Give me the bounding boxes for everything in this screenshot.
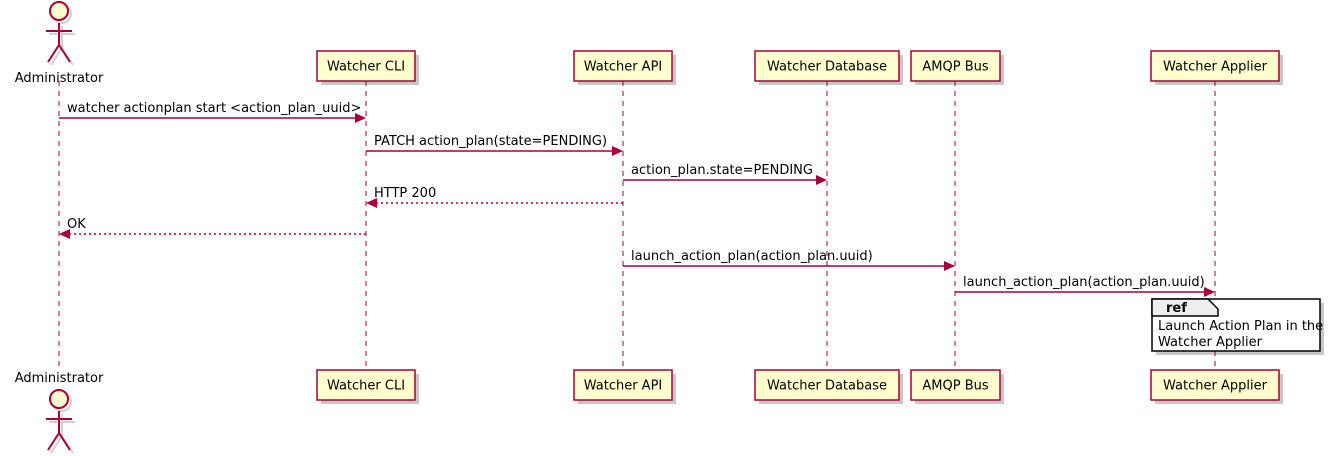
participant-label-watcher_db: Watcher Database (767, 60, 887, 75)
message-arrowhead (612, 146, 623, 156)
participant-box-rect (1150, 50, 1280, 82)
message-5: OK (59, 217, 366, 239)
actor-head (49, 389, 69, 409)
message-4: HTTP 200 (366, 186, 623, 208)
message-label: launch_action_plan(action_plan.uuid) (631, 249, 873, 264)
ref-text-line: Watcher Applier (1158, 335, 1263, 350)
ref-tab-label: ref (1166, 301, 1187, 316)
message-3: action_plan.state=PENDING (623, 163, 827, 185)
actor-shadow-body (49, 26, 75, 66)
message-label: HTTP 200 (374, 186, 436, 201)
participant-box-rect (573, 369, 673, 401)
message-7: launch_action_plan(action_plan.uuid) (955, 275, 1215, 297)
participant-box-rect (754, 369, 900, 401)
actor-head (49, 1, 69, 21)
participant-box-watcher_api-bottom[interactable]: Watcher API (573, 369, 676, 404)
participant-box-rect (910, 369, 1001, 401)
message-2: PATCH action_plan(state=PENDING) (366, 134, 623, 156)
actor-label-administrator: Administrator (15, 371, 104, 386)
participant-box-amqp_bus-bottom[interactable]: AMQP Bus (910, 369, 1004, 404)
participant-label-watcher_cli: Watcher CLI (327, 379, 405, 394)
participant-label-watcher_applier: Watcher Applier (1163, 60, 1268, 75)
participant-box-rect (910, 50, 1001, 82)
actor-administrator (46, 1, 75, 66)
message-1: watcher actionplan start <action_plan_uu… (59, 101, 366, 123)
message-arrowhead (944, 261, 955, 271)
participant-box-amqp_bus-top[interactable]: AMQP Bus (910, 50, 1004, 85)
message-label: OK (67, 217, 86, 232)
participant-box-watcher_cli-top[interactable]: Watcher CLI (316, 50, 419, 85)
message-arrowhead (1204, 287, 1215, 297)
message-arrowhead (816, 175, 827, 185)
participant-box-rect (316, 369, 416, 401)
actor-body (46, 411, 72, 451)
message-arrowhead (59, 229, 70, 239)
participant-box-rect (1150, 369, 1280, 401)
participant-box-rect (316, 50, 416, 82)
ref-tab (1151, 298, 1219, 317)
message-6: launch_action_plan(action_plan.uuid) (623, 249, 955, 271)
participant-box-watcher_cli-bottom[interactable]: Watcher CLI (316, 369, 419, 404)
participant-label-amqp_bus: AMQP Bus (922, 379, 988, 394)
participant-box-watcher_db-bottom[interactable]: Watcher Database (754, 369, 903, 404)
participant-label-watcher_cli: Watcher CLI (327, 60, 405, 75)
actor-body (46, 23, 72, 63)
participant-box-rect (573, 50, 673, 82)
ref-text-line: Launch Action Plan in the (1158, 319, 1323, 334)
participant-label-amqp_bus: AMQP Bus (922, 60, 988, 75)
participant-box-watcher_applier-bottom[interactable]: Watcher Applier (1150, 369, 1283, 404)
participant-label-watcher_api: Watcher API (584, 379, 663, 394)
actor-administrator (46, 389, 75, 454)
participant-label-watcher_db: Watcher Database (767, 379, 887, 394)
actor-shadow-body (49, 414, 75, 454)
participant-box-watcher_api-top[interactable]: Watcher API (573, 50, 676, 85)
participant-label-watcher_api: Watcher API (584, 60, 663, 75)
actor-label-administrator: Administrator (15, 71, 104, 86)
participant-label-watcher_applier: Watcher Applier (1163, 379, 1268, 394)
message-label: launch_action_plan(action_plan.uuid) (963, 275, 1205, 290)
message-arrowhead (355, 113, 366, 123)
message-label: PATCH action_plan(state=PENDING) (374, 134, 607, 149)
message-arrowhead (366, 198, 377, 208)
participant-box-watcher_applier-top[interactable]: Watcher Applier (1150, 50, 1283, 85)
message-label: watcher actionplan start <action_plan_uu… (67, 101, 361, 116)
participant-box-watcher_db-top[interactable]: Watcher Database (754, 50, 903, 85)
participant-box-rect (754, 50, 900, 82)
message-label: action_plan.state=PENDING (631, 163, 813, 178)
